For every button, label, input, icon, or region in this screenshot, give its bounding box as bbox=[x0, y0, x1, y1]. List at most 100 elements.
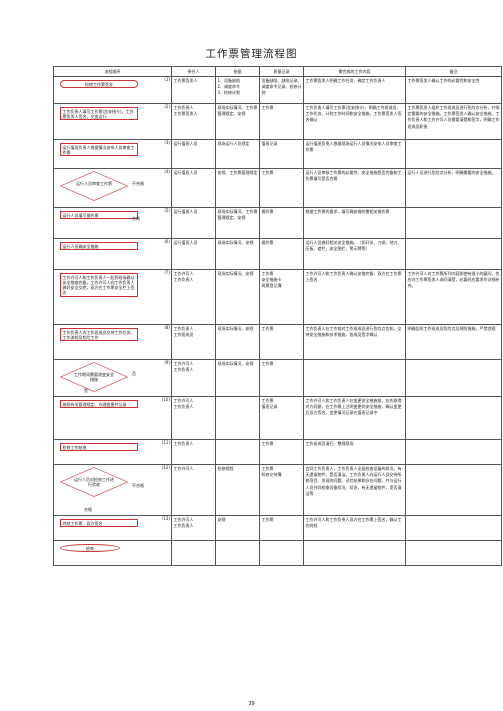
note-cell: 明确告知工作班成员危险点及预防措施，严禁违规 bbox=[405, 324, 502, 360]
work-cell: 工作负责人填写工作票(含安措卡)，明确工作班成员、工作任务、计划工作时间和安全措… bbox=[303, 103, 406, 140]
table-row: (11)检修工作结束工作负责人工作票工作班成员清扫、整理现场 bbox=[53, 439, 502, 465]
process-box: 按照有关管理规定、办理变更并记录 bbox=[60, 400, 138, 409]
table-row: (8)工作负责人向工作班成员交待工作任务、工作流程及危险工作工作负责人 工作班成… bbox=[53, 324, 502, 360]
table-row: (4) 运行人员审查工作票不合格 运行值班人员安规、工作票管理规定工作票运行人员审核… bbox=[53, 168, 502, 208]
responsible-cell: 工作票签发人 bbox=[171, 76, 216, 104]
basis-cell: 1、设备缺陷 2、调度命令 3、检修计划 bbox=[215, 76, 260, 104]
note-cell bbox=[405, 139, 502, 169]
flow-cell: (5)运行人员填写操作票合格 bbox=[53, 207, 172, 239]
responsible-cell: 工作许可人 工作负责人 bbox=[171, 396, 216, 440]
process-box: 工作许可人和工作负责人一起到现场确认安全措施完备，工作许可人向工作负责人做好安全… bbox=[60, 273, 138, 297]
table-row: (2)工作负责人填写工作票(含安措卡)，工作票签发人签名，交变运行工作负责人 工… bbox=[53, 103, 502, 140]
responsible-cell: 运行值班人员 bbox=[171, 207, 216, 239]
step-number: (9) bbox=[164, 360, 170, 366]
note-cell bbox=[405, 439, 502, 465]
record-cell: 设备缺陷、缺陷记录、调度命令记录、检修计划 bbox=[259, 76, 304, 104]
step-number: (2) bbox=[164, 104, 170, 110]
branch-label: 不合格 bbox=[132, 483, 144, 488]
header-work: 需完成的工作内容 bbox=[303, 66, 406, 77]
basis-cell: 现场实际情况、安规 bbox=[215, 359, 260, 397]
step-number: (12) bbox=[161, 465, 170, 471]
flow-cell: (7) 工作许可人和工作负责人一起到现场确认安全措施完备，工作许可人向工作负责人做… bbox=[53, 269, 172, 325]
flowchart-table: 流程顺序 责任人 依据 质量记录 需完成的工作内容 备注 (1)检修工作票签发工… bbox=[53, 66, 502, 566]
table-row: (13)终结工作票、双方签名工作许可人 工作负责人安规工作票工作许可人和工作负责… bbox=[53, 515, 502, 541]
work-cell: 工作许可人和工作负责人在变更安全措施前，应先取得对方同意，在工作票上注明变更的安… bbox=[303, 396, 406, 440]
step-number: (7) bbox=[164, 270, 170, 276]
note-cell bbox=[405, 238, 502, 270]
record-cell: 工作票 bbox=[259, 359, 304, 397]
flow-cell: (10)按照有关管理规定、办理变更并记录 bbox=[53, 396, 172, 440]
responsible-cell bbox=[171, 540, 216, 566]
decision-label: 工作期间需要改变安全措施 bbox=[74, 372, 114, 383]
flow-cell: (6)运行人员确安全措施 bbox=[53, 238, 172, 270]
flow-cell: (9)工作期间需要改变安全措施否是 bbox=[53, 359, 172, 397]
record-cell: 工作票 bbox=[259, 168, 304, 208]
work-cell: 运行人员做好相关安全措施。（如开关、刀闸、地刀、压板、遮栏，安全围栏，警示牌等） bbox=[303, 238, 406, 270]
flow-cell: (8) 工作负责人向工作班成员交待工作任务、工作流程及危险工作 bbox=[53, 324, 172, 360]
flow-cell: (12)运行人员对检修工作进行验收不合格合格 bbox=[53, 464, 172, 516]
step-number: (13) bbox=[161, 516, 170, 522]
flow-cell: (11)检修工作结束 bbox=[53, 439, 172, 465]
work-cell: 运行人员审核工作票的必要性、安全措施是否完备和工作票填写是否合格 bbox=[303, 168, 406, 208]
record-cell: 工作票 bbox=[259, 103, 304, 140]
note-cell bbox=[405, 359, 502, 397]
basis-cell: 现场运行人员规定 bbox=[215, 139, 260, 169]
flow-cell: (2)工作负责人填写工作票(含安措卡)，工作票签发人签名，交变运行 bbox=[53, 103, 172, 140]
work-cell: 工作许可人和工作负责人确认安措完备，双方在工作票上签名 bbox=[303, 269, 406, 325]
branch-label: 合格 bbox=[132, 216, 140, 221]
flow-cell: 结束 bbox=[53, 540, 172, 566]
record-cell: 工作票 安全措施卡 两票登记簿 bbox=[259, 269, 304, 325]
note-cell bbox=[405, 540, 502, 566]
page-number: 39 bbox=[248, 701, 255, 707]
header-note: 备注 bbox=[405, 66, 502, 77]
process-box: 结束 bbox=[60, 544, 120, 553]
decision-diamond: 运行人员对检修工作进行验收 bbox=[60, 467, 128, 497]
work-cell: 运行值班负责人根据现场运行人员情况安排人员审查工作票 bbox=[303, 139, 406, 169]
record-cell: 值班记录 bbox=[259, 139, 304, 169]
table-row: (3)运行值班负责人根据情况安排人员审查工作票运行值班人员现场运行人员规定值班记… bbox=[53, 139, 502, 169]
table-row: (5)运行人员填写操作票合格运行值班人员现场实际情况、工作票管理规定、安规操作票… bbox=[53, 207, 502, 239]
branch-label: 否 bbox=[132, 371, 136, 376]
work-cell bbox=[303, 540, 406, 566]
responsible-cell: 运行值班人员 bbox=[171, 139, 216, 169]
record-cell: 工作票 bbox=[259, 515, 304, 541]
process-box: 运行人员填写操作票 bbox=[60, 211, 138, 220]
record-cell: 操作票 bbox=[259, 207, 304, 239]
decision-label: 运行人员对检修工作进行验收 bbox=[74, 477, 114, 488]
record-cell bbox=[259, 540, 304, 566]
process-box: 终结工作票、双方签名 bbox=[60, 519, 138, 528]
responsible-cell: 工作许可人 工作负责人 bbox=[171, 359, 216, 397]
flow-cell: (1)检修工作票签发 bbox=[53, 76, 172, 104]
step-number: (4) bbox=[164, 169, 170, 175]
note-cell: 工作票签发人确认工作的必要性和安全性 bbox=[405, 76, 502, 104]
basis-cell: 安规、工作票管理规定 bbox=[215, 168, 260, 208]
basis-cell: 安规 bbox=[215, 515, 260, 541]
responsible-cell: 工作许可人 工作负责人 bbox=[171, 515, 216, 541]
basis-cell bbox=[215, 439, 260, 465]
responsible-cell: 工作许可人 工作负责人 bbox=[171, 269, 216, 325]
responsible-cell: 运行值班人员 bbox=[171, 168, 216, 208]
work-cell: 工作票签发人明确工作任务，确定工作负责人 bbox=[303, 76, 406, 104]
record-cell: 操作票 bbox=[259, 238, 304, 270]
decision-diamond: 运行人员审查工作票 bbox=[60, 171, 128, 201]
work-cell bbox=[303, 359, 406, 397]
decision-diamond: 工作期间需要改变安全措施 bbox=[60, 362, 128, 392]
table-row: (10)按照有关管理规定、办理变更并记录工作许可人 工作负责人工作票 值班记录工… bbox=[53, 396, 502, 440]
note-cell: 运行人员进行危险点分析，明确需要的安全措施。 bbox=[405, 168, 502, 208]
basis-cell bbox=[215, 396, 260, 440]
note-cell: 工作票签发人组织工作班成员进行危险点分析，并拟定需要的安全措施。工作票签发人确认… bbox=[405, 103, 502, 140]
basis-cell: 现场实际情况、安规 bbox=[215, 238, 260, 270]
step-number: (1) bbox=[164, 77, 170, 83]
work-cell: 工作负责人在工作前对工作班成员进行危险点告知，交待安全措施和技术措施，各成员签字… bbox=[303, 324, 406, 360]
table-row: (7) 工作许可人和工作负责人一起到现场确认安全措施完备，工作许可人向工作负责人做… bbox=[53, 269, 502, 325]
record-cell: 工作票 值班记录 bbox=[259, 396, 304, 440]
header-basis: 依据 bbox=[215, 66, 260, 77]
basis-cell: 检修规程 bbox=[215, 464, 260, 516]
branch-label: 不合格 bbox=[132, 181, 144, 186]
process-box: 工作负责人向工作班成员交待工作任务、工作流程及危险工作 bbox=[60, 328, 138, 342]
note-cell: 工作许可人对工作票所列内容即使有很小的疑问，也应向工作票签发人询问清楚，必要时应… bbox=[405, 269, 502, 325]
work-cell: 根据工作票的要求，填写确安措的需相关操作票 bbox=[303, 207, 406, 239]
basis-cell: 现场实际情况、工作票管理规定、安规 bbox=[215, 103, 260, 140]
step-number: (8) bbox=[164, 325, 170, 331]
